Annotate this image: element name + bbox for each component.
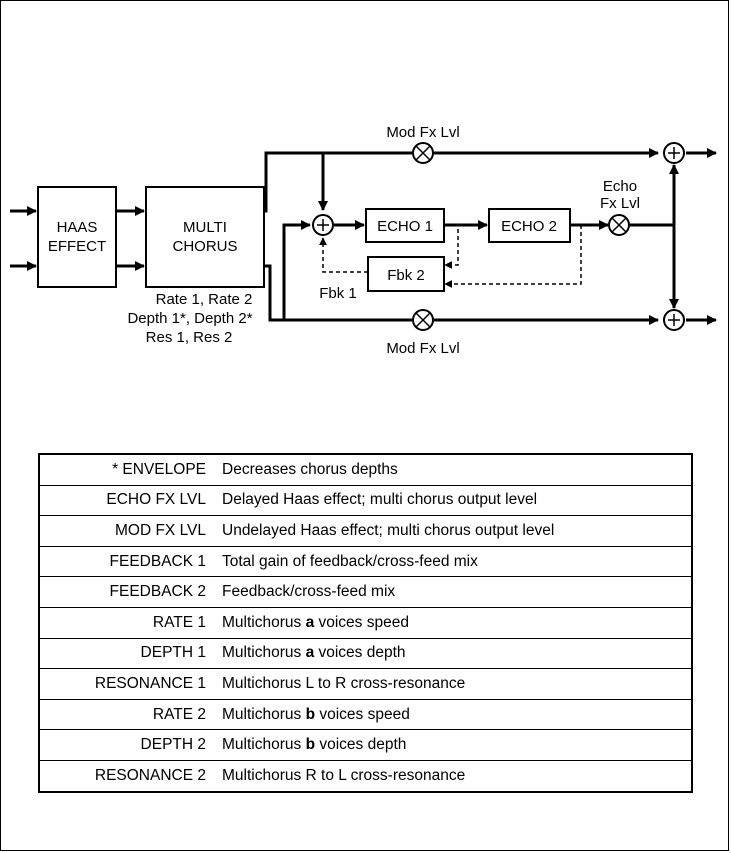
description-text: Undelayed Haas effect; multi chorus outp… — [222, 521, 555, 539]
param-description: Feedback/cross-feed mix — [222, 576, 692, 608]
input-arrows — [10, 206, 37, 271]
mod-fx-level-bottom — [412, 309, 434, 331]
param-description: Delayed Haas effect; multi chorus output… — [222, 484, 692, 516]
description-text: Multichorus — [222, 736, 306, 754]
param-description: Multichorus b voices speed — [222, 698, 692, 730]
param-name: RATE 2 — [39, 698, 222, 730]
description-text: Multichorus L to R cross-resonance — [222, 674, 466, 692]
echo-2-label: ECHO 2 — [501, 218, 557, 235]
haas-label-1: HAAS — [57, 219, 98, 236]
param-name: DEPTH 2 — [39, 729, 222, 761]
param-description: Total gain of feedback/cross-feed mix — [222, 545, 692, 577]
echo-1-block: ECHO 1 — [365, 208, 445, 243]
param-name: RESONANCE 2 — [39, 759, 222, 792]
voice-group-letter: b — [305, 736, 316, 754]
chorus-param-rate: Rate 1, Rate 2 — [156, 291, 253, 308]
fbk-1-label: Fbk 1 — [319, 285, 357, 302]
param-name: FEEDBACK 1 — [39, 545, 222, 577]
echo-1-label: ECHO 1 — [377, 218, 433, 235]
mod-fx-level-top — [412, 142, 434, 164]
param-name: FEEDBACK 2 — [39, 576, 222, 608]
echo-2-block: ECHO 2 — [488, 208, 571, 243]
table-row: * ENVELOPE Decreases chorus depths — [39, 454, 692, 485]
haas-to-chorus-arrows — [116, 206, 145, 271]
param-description: Multichorus L to R cross-resonance — [222, 668, 692, 700]
description-text: Multichorus — [222, 705, 306, 723]
mod-fx-lvl-label-bottom: Mod Fx Lvl — [386, 340, 459, 357]
echo-fx-level — [608, 214, 630, 236]
voice-group-letter: a — [305, 613, 315, 631]
param-name: RATE 1 — [39, 606, 222, 639]
param-name: DEPTH 1 — [39, 637, 222, 669]
description-text: Feedback/cross-feed mix — [222, 583, 396, 601]
chorus-label-1: MULTI — [183, 219, 227, 236]
description-text: Decreases chorus depths — [222, 460, 398, 478]
description-text: voices depth — [315, 736, 407, 754]
param-name: MOD FX LVL — [39, 515, 222, 547]
fbk-2-block: Fbk 2 — [367, 256, 445, 292]
param-description: Multichorus a voices speed — [222, 606, 692, 639]
fbk-2-label: Fbk 2 — [387, 267, 425, 284]
feedback-wires — [319, 224, 582, 288]
summing-junction-output-bottom — [663, 309, 685, 331]
chorus-param-depth: Depth 1*, Depth 2* — [127, 310, 252, 327]
param-name: RESONANCE 1 — [39, 668, 222, 700]
description-text: Multichorus — [222, 644, 306, 662]
param-description: Undelayed Haas effect; multi chorus outp… — [222, 515, 692, 547]
summing-junction-echo-input — [312, 214, 334, 236]
chorus-params: Rate 1, Rate 2 Depth 1*, Depth 2* Res 1,… — [127, 291, 252, 346]
echo-fx-lvl-label-1: Echo — [603, 178, 637, 195]
param-description: Multichorus a voices depth — [222, 637, 692, 669]
description-text: voices speed — [314, 613, 409, 631]
description-text: Multichorus — [222, 613, 306, 631]
signal-flow-diagram: HAAS EFFECT MULTI CHORUS Rate 1, Rate 2 … — [10, 124, 717, 357]
voice-group-letter: b — [305, 705, 316, 723]
multi-chorus-block: MULTI CHORUS — [145, 186, 265, 288]
param-name: ECHO FX LVL — [39, 484, 222, 516]
mod-fx-lvl-label-top: Mod Fx Lvl — [386, 124, 459, 141]
summing-junction-output-top — [663, 142, 685, 164]
param-description: Decreases chorus depths — [222, 454, 692, 485]
chorus-param-res: Res 1, Res 2 — [146, 329, 233, 346]
description-text: Total gain of feedback/cross-feed mix — [222, 552, 478, 570]
haas-effect-block: HAAS EFFECT — [37, 186, 117, 288]
description-text: voices speed — [315, 705, 410, 723]
description-text: Delayed Haas effect; multi chorus output… — [222, 491, 538, 509]
echo-fx-lvl-label-2: Fx Lvl — [600, 195, 640, 212]
haas-label-2: EFFECT — [48, 238, 106, 255]
chorus-label-2: CHORUS — [172, 238, 237, 255]
param-description: Multichorus b voices depth — [222, 729, 692, 761]
param-description: Multichorus R to L cross-resonance — [222, 759, 692, 792]
description-text: voices depth — [314, 644, 406, 662]
param-name: * ENVELOPE — [112, 460, 206, 478]
description-text: Multichorus R to L cross-resonance — [222, 766, 466, 784]
voice-group-letter: a — [305, 644, 315, 662]
